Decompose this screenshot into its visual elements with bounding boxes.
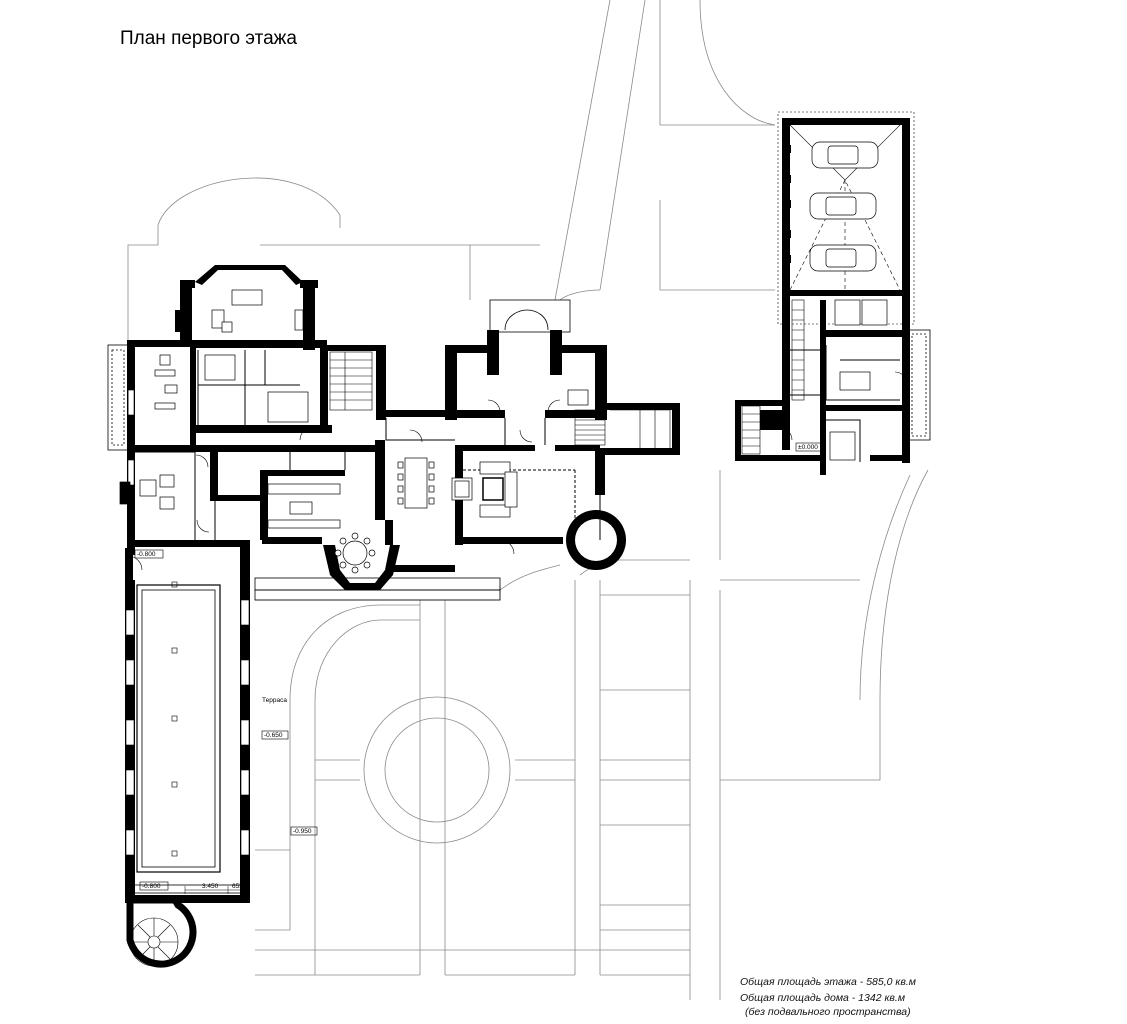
level-markers — [134, 442, 825, 891]
partitions — [135, 345, 900, 540]
car-1 — [811, 141, 879, 169]
plan-title: План первого этажа — [120, 28, 297, 49]
floor-area-note: Общая площадь этажа - 585,0 кв.м — [740, 976, 916, 988]
dimension-b: 655 — [232, 883, 243, 890]
level-garage: ±0.000 — [798, 444, 818, 451]
furniture — [119, 289, 888, 574]
cars — [809, 141, 879, 272]
house-area-note: Общая площадь дома - 1342 кв.м — [740, 992, 906, 1004]
level-terrace: -0.650 — [264, 732, 283, 739]
terraces — [107, 299, 931, 894]
area-exclusion-note: (без подвального пространства) — [745, 1006, 911, 1018]
car-3 — [809, 244, 877, 272]
stairs — [129, 299, 805, 967]
car-2 — [809, 192, 877, 220]
level-pool-bottom: -0.800 — [142, 883, 161, 890]
door-swings — [127, 371, 908, 571]
terrace-label: Терраса — [262, 697, 287, 704]
dimension-a: 3.450 — [202, 883, 219, 890]
dimension-lines — [184, 886, 246, 894]
level-steps: -0.950 — [293, 828, 312, 835]
pool-windows — [125, 389, 250, 856]
level-pool-top: -0.800 — [137, 551, 156, 558]
pool — [136, 581, 221, 873]
